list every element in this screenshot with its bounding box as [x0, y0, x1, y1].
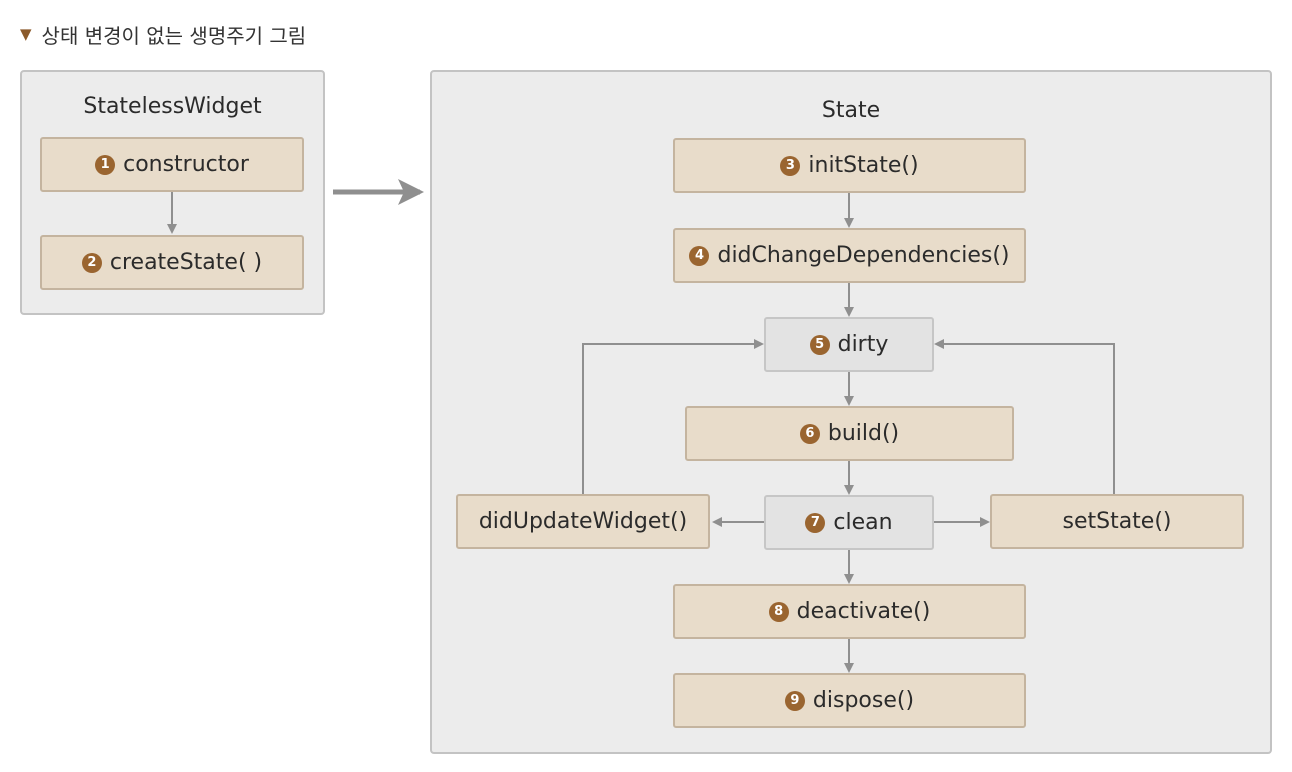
step-didupdatewidget: didUpdateWidget() [456, 494, 710, 549]
figure-caption: ▼ 상태 변경이 없는 생명주기 그림 [20, 18, 306, 50]
step-dispose: 9 dispose() [673, 673, 1026, 728]
step-createstate: 2 createState( ) [40, 235, 304, 290]
step-number-badge: 3 [780, 155, 801, 176]
step-initstate: 3 initState() [673, 138, 1026, 193]
step-label: dispose() [812, 688, 915, 713]
step-label: setState() [1062, 509, 1172, 534]
step-number-badge: 6 [799, 423, 820, 444]
stateless-widget-title: StatelessWidget [83, 94, 262, 119]
step-label: didUpdateWidget() [478, 509, 688, 534]
step-label: createState( ) [109, 250, 263, 275]
step-dirty: 5 dirty [764, 317, 934, 372]
arrow-setstate-to-dirty [934, 339, 1115, 494]
step-didchangedependencies: 4 didChangeDependencies() [673, 228, 1026, 283]
arrow-didupdatewidget-to-dirty [582, 339, 764, 494]
step-number-badge: 4 [689, 245, 710, 266]
step-number-badge: 8 [768, 601, 789, 622]
step-deactivate: 8 deactivate() [673, 584, 1026, 639]
step-label: build() [827, 421, 900, 446]
step-number-badge: 5 [809, 334, 830, 355]
step-build: 6 build() [685, 406, 1014, 461]
caption-triangle-icon: ▼ [20, 25, 32, 43]
step-number-badge: 7 [805, 512, 826, 533]
state-title: State [821, 98, 881, 123]
step-setstate: setState() [990, 494, 1244, 549]
step-label: didChangeDependencies() [717, 243, 1010, 268]
step-clean: 7 clean [764, 495, 934, 550]
caption-text: 상태 변경이 없는 생명주기 그림 [41, 23, 307, 48]
step-label: deactivate() [796, 599, 931, 624]
step-number-badge: 2 [81, 252, 102, 273]
step-constructor: 1 constructor [40, 137, 304, 192]
step-number-badge: 9 [784, 690, 805, 711]
step-label: clean [833, 510, 893, 535]
step-number-badge: 1 [95, 154, 116, 175]
step-label: dirty [837, 332, 889, 357]
step-label: initState() [808, 153, 919, 178]
step-label: constructor [123, 152, 249, 177]
